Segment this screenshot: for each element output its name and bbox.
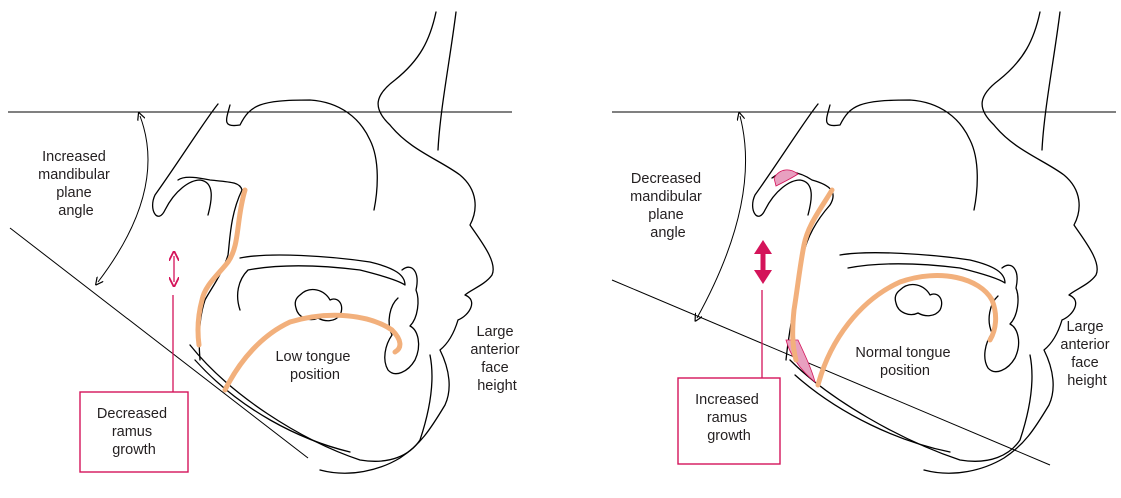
- left-nasal-line: [438, 12, 456, 150]
- right-face-profile: [924, 12, 1097, 473]
- left-face-height-label: Large anterior face height: [470, 324, 523, 394]
- right-face-height-label: Large anterior face height: [1060, 319, 1113, 389]
- left-sella-region: [153, 104, 218, 216]
- left-tongue-label: Low tongue position: [275, 349, 354, 383]
- right-condyle-growth-fill: [774, 170, 798, 186]
- right-ramus-growth-arrow: [754, 240, 772, 284]
- right-sella-region: [753, 104, 818, 216]
- right-skull-base: [827, 100, 978, 210]
- right-nasal-line: [1042, 12, 1060, 150]
- right-ramus-highlight: [793, 190, 832, 360]
- left-skull-base: [227, 100, 378, 210]
- left-face-profile: [320, 12, 493, 473]
- right-tongue-label: Normal tongue position: [855, 345, 954, 379]
- right-angle-label: Decreased mandibular plane angle: [630, 171, 706, 241]
- left-angle-arc: [98, 116, 148, 282]
- left-angle-label: Increased mandibular plane angle: [38, 149, 114, 219]
- right-panel: Decreased mandibular plane angle Normal …: [612, 12, 1116, 473]
- left-panel: Increased mandibular plane angle Low ton…: [8, 12, 524, 473]
- right-angle-arc: [697, 116, 746, 318]
- left-palate: [238, 255, 405, 310]
- left-ramus-highlight: [198, 190, 245, 345]
- right-hyoid-shape: [895, 285, 941, 316]
